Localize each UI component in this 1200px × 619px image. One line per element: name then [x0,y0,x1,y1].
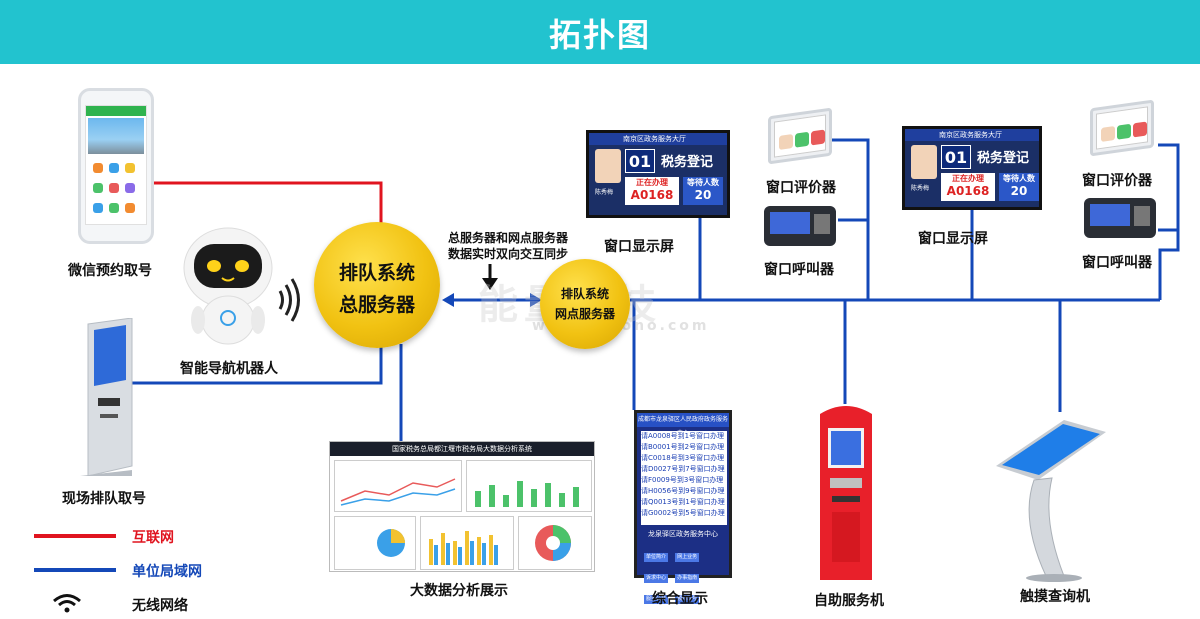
label-onsite: 现场排队取号 [62,491,146,507]
bigdata-dashboard: 国家税务总局都江堰市税务局大数据分析系统 [329,441,595,572]
legend-internet: 互联网 [132,530,174,546]
legend-wireless: 无线网络 [132,598,188,614]
label-self-service: 自助服务机 [814,593,884,609]
combined-display-screen: 成都市龙泉驿区人民政府政务服务中心 请A0008号到1号窗口办理 请B0001号… [634,410,732,604]
main-server-line2: 总服务器 [338,294,415,316]
label-window-display-2: 窗口显示屏 [918,231,988,247]
label-bigdata: 大数据分析展示 [410,583,508,599]
label-touch-query: 触摸查询机 [1020,589,1090,605]
label-wechat: 微信预约取号 [68,263,152,279]
page-title: 拓扑图 [548,16,651,54]
label-window-display-1: 窗口显示屏 [604,239,674,255]
network-server-node: 排队系统 网点服务器 [540,259,630,349]
queue-kiosk-icon [80,318,133,476]
phone-device [78,88,154,244]
legend-lan: 单位局域网 [132,564,202,580]
queue-row: 请Q0013号到1号窗口办理 [641,498,725,506]
network-server-line2: 网点服务器 [554,307,615,321]
label-evaluator-1: 窗口评价器 [766,180,836,196]
self-service-machine-icon [820,406,872,580]
label-combined-display: 综合显示 [652,591,708,607]
caller-device-1 [764,206,836,246]
staff-photo [595,149,621,183]
caller-device-2 [1084,198,1156,238]
label-caller-1: 窗口呼叫器 [764,262,834,278]
screen-button: 预约取号 [675,595,700,604]
evaluator-device-1 [768,107,832,165]
lan-line-kiosk [124,346,383,385]
queue-row: 请D0027号到7号窗口办理 [641,465,725,473]
queue-row: 请C0018号到3号窗口办理 [641,454,725,462]
queue-row: 请F0009号到3号窗口办理 [641,476,724,484]
robot-icon [183,227,273,345]
wifi-icon [53,594,81,613]
touch-query-machine-icon [996,420,1106,582]
wifi-signal-icon [278,278,300,322]
screen-button: 诉求中心 [644,574,668,583]
header-banner: 拓扑图 [0,0,1200,64]
label-evaluator-2: 窗口评价器 [1082,173,1152,189]
label-robot: 智能导航机器人 [180,361,278,377]
staff-photo [911,145,937,179]
queue-row: 请A0008号到1号窗口办理 [641,432,725,440]
main-server-line1: 排队系统 [338,262,415,284]
sync-note: 总服务器和网点服务器 数据实时双向交互同步 [448,231,569,261]
queue-row: 请B0001号到2号窗口办理 [641,443,725,451]
legend-swatch-internet [34,534,116,538]
screen-button: 网上业务 [675,553,700,562]
label-caller-2: 窗口呼叫器 [1082,255,1152,271]
evaluator-device-2 [1090,99,1154,157]
main-server-node: 排队系统 总服务器 [314,222,440,348]
screen-button: 办事指南 [675,574,700,583]
screen-button: 单位简介 [644,553,668,562]
screen-button: 服务公开 [644,595,668,604]
legend-swatch-lan [34,568,116,572]
queue-row: 请G0002号到5号窗口办理 [641,509,725,517]
network-server-line1: 排队系统 [560,287,609,301]
queue-row: 请H0056号到9号窗口办理 [641,487,725,495]
internet-line [154,181,383,224]
